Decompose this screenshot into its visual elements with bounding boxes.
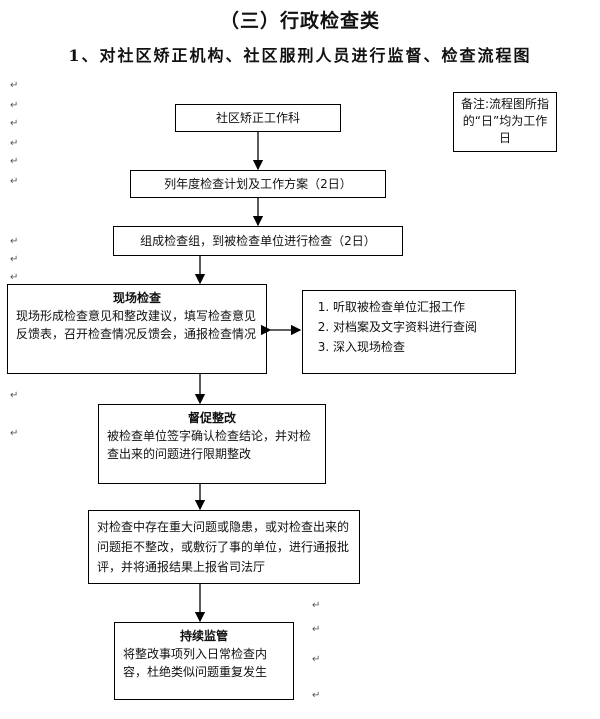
return-mark: ↵ <box>10 390 19 401</box>
onsite-check-body: 现场形成检查意见和整改建议，填写检查意见反馈表，召开检查情况反馈会，通报检查情况 <box>16 309 257 341</box>
list-item: 对档案及文字资料进行查阅 <box>333 317 507 337</box>
monitor-body: 将整改事项列入日常检查内容，杜绝类似问题重复发生 <box>123 647 268 679</box>
return-mark: ↵ <box>10 236 19 247</box>
rectify-box: 督促整改 被检查单位签字确认检查结论，并对检查出来的问题进行限期整改 <box>98 404 326 484</box>
onsite-actions-list: 听取被检查单位汇报工作 对档案及文字资料进行查阅 深入现场检查 <box>311 297 507 357</box>
step-start-box: 社区矫正工作科 <box>175 104 341 132</box>
step-plan-box: 列年度检查计划及工作方案（2日） <box>130 170 386 198</box>
report-box: 对检查中存在重大问题或隐患，或对检查出来的问题拒不整改，或敷衍了事的单位，进行通… <box>88 510 360 584</box>
return-mark: ↵ <box>10 272 19 283</box>
onsite-check-box: 现场检查 现场形成检查意见和整改建议，填写检查意见反馈表，召开检查情况反馈会，通… <box>7 284 267 374</box>
return-mark: ↵ <box>10 428 19 439</box>
step-team-box: 组成检查组，到被检查单位进行检查（2日） <box>113 226 403 256</box>
rectify-title: 督促整改 <box>187 411 236 425</box>
return-mark: ↵ <box>312 690 321 701</box>
return-mark: ↵ <box>10 138 19 149</box>
onsite-check-title: 现场检查 <box>112 291 161 305</box>
monitor-box: 持续监管 将整改事项列入日常检查内容，杜绝类似问题重复发生 <box>114 622 294 700</box>
return-mark: ↵ <box>10 80 19 91</box>
return-mark: ↵ <box>10 176 19 187</box>
return-mark: ↵ <box>312 624 321 635</box>
list-item: 深入现场检查 <box>333 337 507 357</box>
list-item: 听取被检查单位汇报工作 <box>333 297 507 317</box>
page-title: （三）行政检查类 <box>219 10 380 32</box>
rectify-body: 被检查单位签字确认检查结论，并对检查出来的问题进行限期整改 <box>107 429 312 461</box>
return-mark: ↵ <box>312 654 321 665</box>
return-mark: ↵ <box>10 118 19 129</box>
monitor-title: 持续监管 <box>179 629 228 643</box>
return-mark: ↵ <box>10 156 19 167</box>
onsite-actions-box: 听取被检查单位汇报工作 对档案及文字资料进行查阅 深入现场检查 <box>302 290 516 374</box>
return-mark: ↵ <box>312 600 321 611</box>
return-mark: ↵ <box>10 254 19 265</box>
return-mark: ↵ <box>10 100 19 111</box>
note-box: 备注:流程图所指的“日”均为工作日 <box>453 92 557 152</box>
flowchart-subtitle: 1、对社区矫正机构、社区服刑人员进行监督、检查流程图 <box>68 46 532 65</box>
